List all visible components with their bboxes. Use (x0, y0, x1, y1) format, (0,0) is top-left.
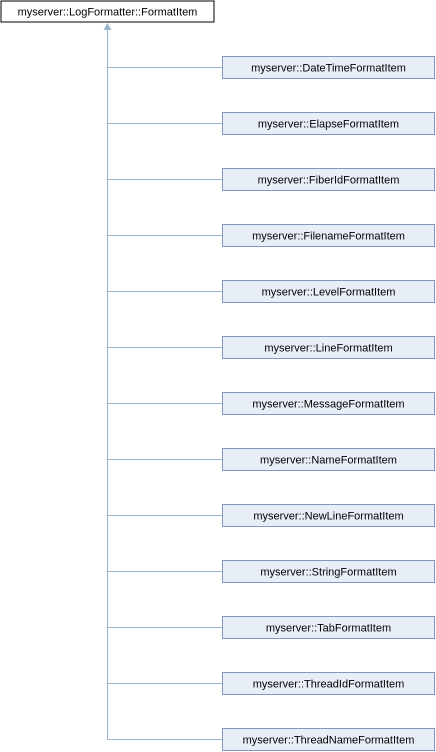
derived-class-node[interactable]: myserver::MessageFormatItem (222, 392, 435, 415)
derived-class-label: myserver::ThreadIdFormatItem (253, 679, 405, 691)
derived-class-node[interactable]: myserver::ThreadIdFormatItem (222, 672, 435, 695)
derived-class-box[interactable] (222, 224, 435, 247)
derived-class-box[interactable] (222, 560, 435, 583)
inheritance-arrowhead (103, 23, 112, 30)
derived-class-box[interactable] (222, 336, 435, 359)
derived-class-label: myserver::LineFormatItem (264, 343, 392, 355)
derived-class-box[interactable] (222, 672, 435, 695)
derived-class-node[interactable]: myserver::DateTimeFormatItem (222, 56, 435, 79)
derived-class-label: myserver::FilenameFormatItem (252, 231, 405, 243)
derived-class-box[interactable] (222, 616, 435, 639)
derived-class-node[interactable]: myserver::FilenameFormatItem (222, 224, 435, 247)
derived-class-node[interactable]: myserver::ElapseFormatItem (222, 112, 435, 135)
derived-class-box[interactable] (222, 728, 435, 751)
derived-class-label: myserver::ThreadNameFormatItem (243, 735, 415, 747)
derived-class-box[interactable] (222, 56, 435, 79)
derived-class-box[interactable] (222, 280, 435, 303)
derived-class-box[interactable] (222, 504, 435, 527)
derived-class-node[interactable]: myserver::StringFormatItem (222, 560, 435, 583)
base-class-box[interactable] (0, 0, 215, 23)
derived-class-node[interactable]: myserver::LineFormatItem (222, 336, 435, 359)
derived-class-label: myserver::ElapseFormatItem (258, 119, 399, 131)
derived-class-box[interactable] (222, 112, 435, 135)
derived-class-box[interactable] (222, 392, 435, 415)
derived-class-label: myserver::FiberIdFormatItem (258, 175, 400, 187)
derived-class-node[interactable]: myserver::NewLineFormatItem (222, 504, 435, 527)
derived-class-node[interactable]: myserver::FiberIdFormatItem (222, 168, 435, 191)
derived-class-nodes: myserver::DateTimeFormatItemmyserver::El… (222, 56, 435, 751)
derived-class-box[interactable] (222, 168, 435, 191)
derived-class-node[interactable]: myserver::LevelFormatItem (222, 280, 435, 303)
derived-class-node[interactable]: myserver::ThreadNameFormatItem (222, 728, 435, 751)
derived-class-label: myserver::MessageFormatItem (252, 399, 404, 411)
derived-class-label: myserver::NewLineFormatItem (253, 511, 403, 523)
derived-class-node[interactable]: myserver::NameFormatItem (222, 448, 435, 471)
derived-class-label: myserver::DateTimeFormatItem (251, 63, 406, 75)
derived-class-label: myserver::TabFormatItem (266, 623, 391, 635)
derived-class-label: myserver::StringFormatItem (260, 567, 396, 579)
base-class-label: myserver::LogFormatter::FormatItem (18, 7, 198, 19)
derived-class-box[interactable] (222, 448, 435, 471)
derived-class-label: myserver::LevelFormatItem (262, 287, 396, 299)
inheritance-connectors (103, 23, 223, 740)
derived-class-node[interactable]: myserver::TabFormatItem (222, 616, 435, 639)
derived-class-label: myserver::NameFormatItem (260, 455, 397, 467)
base-class-node[interactable]: myserver::LogFormatter::FormatItem (0, 0, 215, 23)
